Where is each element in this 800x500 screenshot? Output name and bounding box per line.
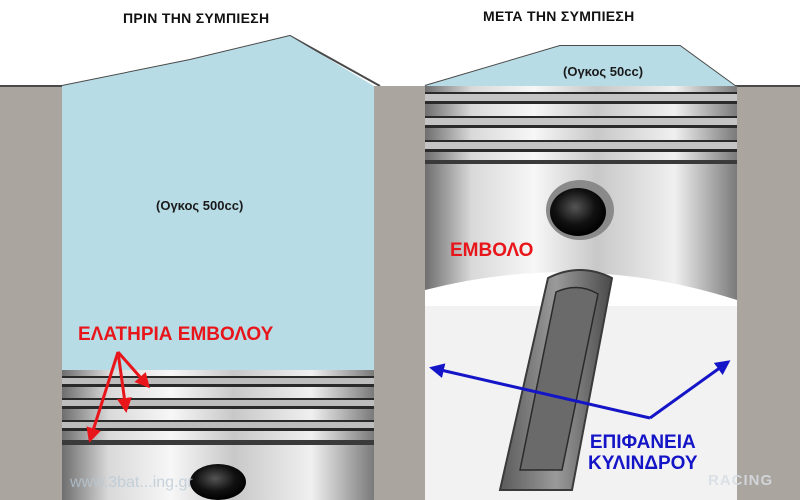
before-volume-label: (Ογκος 500cc) (156, 198, 244, 213)
piston-rings-label: ΕΛΑΤΗΡΙΑ ΕΜΒΟΛΟΥ (78, 324, 274, 345)
cylinder-surface-label-line2: ΚΥΛΙΝΔΡΟΥ (588, 453, 698, 474)
left-cylinder-head (0, 0, 410, 86)
after-volume-label: (Ογκος 50cc) (563, 64, 644, 79)
piston-label: ΕΜΒΟΛΟ (450, 240, 534, 261)
watermark-left: www.3bat...ing.gr (70, 474, 193, 491)
cylinder-surface-label: ΕΠΙΦΑΝΕΙΑ ΚΥΛΙΝΔΡΟΥ (588, 432, 698, 474)
cylinder-surface-arrows (429, 360, 731, 420)
right-piston (425, 86, 737, 306)
connecting-rod (498, 269, 614, 491)
right-cylinder (425, 46, 737, 500)
right-cylinder-head (410, 0, 800, 86)
cylinder-surface-label-line1: ΕΠΙΦΑΝΕΙΑ (589, 432, 696, 453)
watermark-right: RACING (708, 472, 774, 489)
right-chamber (425, 46, 735, 86)
before-title: ΠΡΙΝ ΤΗΝ ΣΥΜΠΙΕΣΗ (123, 10, 270, 26)
after-title: ΜΕΤΑ ΤΗΝ ΣΥΜΠΙΕΣΗ (483, 8, 635, 24)
left-cylinder (62, 36, 374, 500)
left-chamber (62, 36, 374, 370)
ring-arrows (86, 351, 150, 443)
left-piston (62, 370, 374, 500)
